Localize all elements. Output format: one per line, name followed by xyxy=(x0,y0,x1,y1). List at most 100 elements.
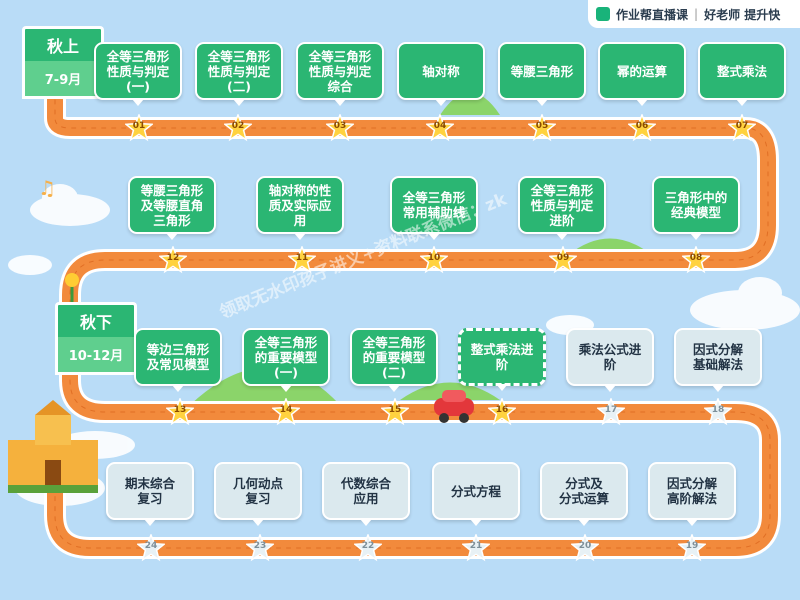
lesson-number: 17 xyxy=(604,405,618,415)
lesson-number: 15 xyxy=(388,405,402,415)
lesson-card-18[interactable]: 因式分解 基础解法 xyxy=(674,328,762,392)
lesson-card-24[interactable]: 期末综合 复习 xyxy=(106,462,194,526)
lesson-number: 09 xyxy=(556,253,570,263)
star-icon xyxy=(488,398,516,426)
season-range: 10-12月 xyxy=(55,337,137,375)
lesson-number: 14 xyxy=(279,405,293,415)
lesson-card-22[interactable]: 代数综合 应用 xyxy=(322,462,410,526)
brand-logo-icon xyxy=(596,7,610,21)
lesson-number: 03 xyxy=(333,121,347,131)
lesson-number: 20 xyxy=(578,541,592,551)
lesson-number: 16 xyxy=(495,405,509,415)
lesson-card-15[interactable]: 全等三角形 的重要模型 (二) xyxy=(350,328,438,392)
lesson-star-23: 23 xyxy=(246,534,274,562)
star-icon xyxy=(678,534,706,562)
lesson-card-01[interactable]: 全等三角形 性质与判定 (一) xyxy=(94,42,182,106)
star-icon xyxy=(224,114,252,142)
lesson-card-08[interactable]: 三角形中的 经典模型 xyxy=(652,176,740,240)
music-note-icon: ♫ xyxy=(38,176,56,200)
lesson-number: 12 xyxy=(166,253,180,263)
lesson-card-14[interactable]: 全等三角形 的重要模型 (一) xyxy=(242,328,330,392)
lesson-card-21[interactable]: 分式方程 xyxy=(432,462,520,526)
lesson-card-20[interactable]: 分式及 分式运算 xyxy=(540,462,628,526)
lesson-card-11[interactable]: 轴对称的性 质及实际应 用 xyxy=(256,176,344,240)
star-icon xyxy=(137,534,165,562)
lesson-number: 04 xyxy=(433,121,447,131)
lesson-number: 21 xyxy=(469,541,483,551)
flower-icon xyxy=(65,273,79,305)
star-icon xyxy=(549,246,577,274)
star-icon xyxy=(166,398,194,426)
lesson-number: 05 xyxy=(535,121,549,131)
lesson-star-15: 15 xyxy=(381,398,409,426)
lesson-card-05[interactable]: 等腰三角形 xyxy=(498,42,586,106)
lesson-card-07[interactable]: 整式乘法 xyxy=(698,42,786,106)
lesson-star-05: 05 xyxy=(528,114,556,142)
lesson-number: 08 xyxy=(689,253,703,263)
lesson-star-01: 01 xyxy=(125,114,153,142)
lesson-card-23[interactable]: 几何动点 复习 xyxy=(214,462,302,526)
star-icon xyxy=(704,398,732,426)
lesson-number: 24 xyxy=(144,541,158,551)
lesson-star-13: 13 xyxy=(166,398,194,426)
lesson-star-17: 17 xyxy=(597,398,625,426)
star-icon xyxy=(628,114,656,142)
brand-bar: 作业帮直播课 | 好老师 提升快 xyxy=(588,0,800,28)
brand-separator: | xyxy=(694,7,699,21)
lesson-card-13[interactable]: 等边三角形 及常见模型 xyxy=(134,328,222,392)
lesson-card-12[interactable]: 等腰三角形 及等腰直角 三角形 xyxy=(128,176,216,240)
season-autumn-second: 秋下 10-12月 xyxy=(55,302,137,375)
star-icon xyxy=(728,114,756,142)
lesson-number: 10 xyxy=(427,253,441,263)
lesson-number: 06 xyxy=(635,121,649,131)
star-icon xyxy=(326,114,354,142)
lesson-number: 02 xyxy=(231,121,245,131)
lesson-card-03[interactable]: 全等三角形 性质与判定 综合 xyxy=(296,42,384,106)
lesson-card-10[interactable]: 全等三角形 常用辅助线 xyxy=(390,176,478,240)
lesson-star-02: 02 xyxy=(224,114,252,142)
lesson-card-02[interactable]: 全等三角形 性质与判定 (二) xyxy=(195,42,283,106)
lesson-star-10: 10 xyxy=(420,246,448,274)
star-icon xyxy=(426,114,454,142)
star-icon xyxy=(571,534,599,562)
lesson-star-11: 11 xyxy=(288,246,316,274)
lesson-number: 11 xyxy=(295,253,309,263)
lesson-card-17[interactable]: 乘法公式进 阶 xyxy=(566,328,654,392)
lesson-star-22: 22 xyxy=(354,534,382,562)
star-icon xyxy=(288,246,316,274)
lesson-number: 19 xyxy=(685,541,699,551)
castle-icon xyxy=(8,400,98,493)
lesson-star-04: 04 xyxy=(426,114,454,142)
lesson-star-16: 16 xyxy=(488,398,516,426)
star-icon xyxy=(528,114,556,142)
star-icon xyxy=(462,534,490,562)
star-icon xyxy=(125,114,153,142)
lesson-number: 07 xyxy=(735,121,749,131)
lesson-card-09[interactable]: 全等三角形 性质与判定 进阶 xyxy=(518,176,606,240)
lesson-card-06[interactable]: 幂的运算 xyxy=(598,42,686,106)
season-autumn-first: 秋上 7-9月 xyxy=(22,26,104,99)
lesson-star-24: 24 xyxy=(137,534,165,562)
lesson-number: 01 xyxy=(132,121,146,131)
star-icon xyxy=(354,534,382,562)
lesson-star-18: 18 xyxy=(704,398,732,426)
car-icon xyxy=(434,390,474,423)
lesson-card-16[interactable]: 整式乘法进 阶 xyxy=(458,328,546,391)
lesson-number: 13 xyxy=(173,405,187,415)
lesson-star-03: 03 xyxy=(326,114,354,142)
lesson-card-19[interactable]: 因式分解 高阶解法 xyxy=(648,462,736,526)
lesson-card-04[interactable]: 轴对称 xyxy=(397,42,485,106)
lesson-star-12: 12 xyxy=(159,246,187,274)
lesson-star-20: 20 xyxy=(571,534,599,562)
season-title: 秋上 xyxy=(22,26,104,61)
lesson-star-19: 19 xyxy=(678,534,706,562)
season-range: 7-9月 xyxy=(22,61,104,99)
star-icon xyxy=(381,398,409,426)
lesson-star-08: 08 xyxy=(682,246,710,274)
lesson-number: 18 xyxy=(711,405,725,415)
star-icon xyxy=(159,246,187,274)
lesson-star-14: 14 xyxy=(272,398,300,426)
lesson-number: 22 xyxy=(361,541,375,551)
lesson-star-09: 09 xyxy=(549,246,577,274)
